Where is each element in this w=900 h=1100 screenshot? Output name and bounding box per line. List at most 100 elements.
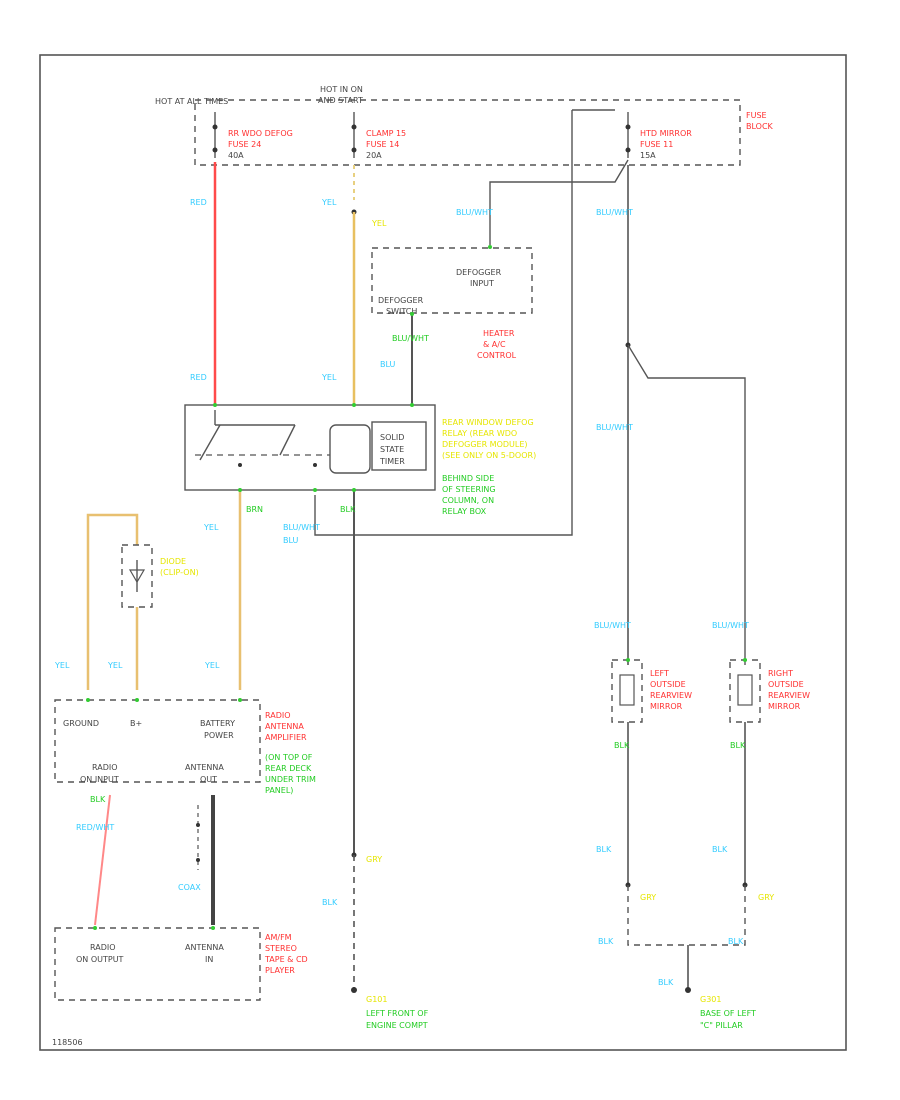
wire-label-mirror-3: BLU/WHT: [594, 621, 631, 630]
amp-loc-4: PANEL): [265, 786, 293, 795]
relay-loc-2: OF STEERING: [442, 485, 496, 494]
amp-name-1: RADIO: [265, 711, 291, 720]
right-mirror-box: [729, 659, 761, 723]
fuse-rr-wdo-defog: RR WDO DEFOG FUSE 24 40A: [212, 112, 293, 160]
amp-battery-1: BATTERY: [200, 719, 235, 728]
ground-g101-id: G101: [366, 995, 387, 1004]
wire-red-wht-radio: [94, 794, 111, 926]
diagram-frame: [39, 54, 847, 1051]
stereo-radio-2: ON OUTPUT: [76, 955, 124, 964]
wire-label-sensor-1: BLU/WHT: [392, 334, 429, 343]
heater-label-3: CONTROL: [477, 351, 517, 360]
diode-box: [121, 544, 153, 608]
relay-loc-3: COLUMN, ON: [442, 496, 494, 505]
diode-label-1: DIODE: [160, 557, 186, 566]
fuse-block-label-1: FUSE: [746, 111, 767, 120]
wire-label-yel-1: YEL: [321, 198, 337, 207]
ground-g301-loc-2: "C" PILLAR: [700, 1021, 743, 1030]
amp-antenna-2: OUT: [200, 775, 217, 784]
wire-label-blk-2: BLK: [322, 898, 338, 907]
svg-text:RR WDO DEFOG: RR WDO DEFOG: [228, 129, 293, 138]
defogger-sensor-2: SWITCH: [386, 307, 417, 316]
ground-g101-point: [351, 987, 357, 993]
wire-label-defogger-1: BLU/WHT: [456, 208, 493, 217]
timer-label-3: TIMER: [379, 457, 405, 466]
svg-text:15A: 15A: [640, 151, 656, 160]
defogger-input-1: DEFOGGER: [456, 268, 502, 277]
right-mirror-heater-icon: [737, 674, 753, 706]
wire-label-blk-6: BLK: [712, 845, 728, 854]
fuse-block-label-2: BLOCK: [746, 122, 774, 131]
wire-label-mirror-4: BLU/WHT: [712, 621, 749, 630]
ground-g301-id: G301: [700, 995, 721, 1004]
relay-desc-4: (SEE ONLY ON 5-DOOR): [442, 451, 536, 460]
stereo-box: [54, 927, 261, 1001]
amp-loc-2: REAR DECK: [265, 764, 312, 773]
wire-label-brn-1: BRN: [246, 505, 263, 514]
svg-text:FUSE 14: FUSE 14: [366, 140, 399, 149]
relay-switch-contacts: [195, 410, 330, 467]
right-mirror-3: REARVIEW: [768, 691, 810, 700]
wire-label-mirror-1: BLU/WHT: [596, 208, 633, 217]
stereo-name-1: AM/FM: [265, 933, 292, 942]
connector-terminals: [86, 245, 747, 930]
svg-text:FUSE 11: FUSE 11: [640, 140, 673, 149]
wire-label-radio-blk: BLK: [90, 795, 106, 804]
solid-state-timer: [371, 421, 427, 471]
wire-label-blk-5: BLK: [596, 845, 612, 854]
left-mirror-2: OUTSIDE: [650, 680, 686, 689]
amp-battery-2: POWER: [204, 731, 234, 740]
left-mirror-1: LEFT: [650, 669, 669, 678]
heater-label-2: & A/C: [483, 340, 506, 349]
wire-label-blk-7: BLK: [598, 937, 614, 946]
wire-label-yel-5: YEL: [54, 661, 70, 670]
stereo-radio-1: RADIO: [90, 943, 116, 952]
wire-label-blk-8: BLK: [728, 937, 744, 946]
svg-text:HTD MIRROR: HTD MIRROR: [640, 129, 692, 138]
relay-loc-1: BEHIND SIDE: [442, 474, 494, 483]
relay-desc-2: RELAY (REAR WDO: [442, 429, 517, 438]
svg-text:FUSE 24: FUSE 24: [228, 140, 261, 149]
amp-radio-2: ON INPUT: [80, 775, 119, 784]
stereo-antenna-2: IN: [205, 955, 213, 964]
wire-label-gry-3: GRY: [758, 893, 774, 902]
amp-antenna-1: ANTENNA: [185, 763, 224, 772]
defog-relay-box: [184, 404, 436, 491]
wire-to-defogger-input: [489, 159, 629, 245]
wire-label-gry-2: GRY: [640, 893, 656, 902]
wire-label-blk-3: BLK: [614, 741, 630, 750]
ground-g301-loc-1: BASE OF LEFT: [700, 1009, 756, 1018]
stereo-name-4: PLAYER: [265, 966, 295, 975]
wire-label-blk-9: BLK: [658, 978, 674, 987]
timer-label-1: SOLID: [380, 433, 404, 442]
stereo-name-3: TAPE & CD: [264, 955, 308, 964]
left-mirror-box: [611, 659, 643, 723]
fuse-htd-mirror: HTD MIRROR FUSE 11 15A: [625, 112, 692, 160]
stereo-name-2: STEREO: [265, 944, 297, 953]
ground-g101-loc-1: LEFT FRONT OF: [366, 1009, 429, 1018]
right-mirror-2: OUTSIDE: [768, 680, 804, 689]
wire-yel-diode: [86, 513, 139, 690]
wire-label-red-wht-1: RED/WHT: [76, 823, 114, 832]
wire-label-red-1: RED: [190, 198, 207, 207]
amp-name-2: ANTENNA: [265, 722, 304, 731]
left-mirror-3: REARVIEW: [650, 691, 692, 700]
relay-desc-3: DEFOGGER MODULE): [442, 440, 528, 449]
relay-desc-1: REAR WINDOW DEFOG: [442, 418, 534, 427]
wire-label-gry-1: GRY: [366, 855, 382, 864]
wire-mirror-right-feed: [627, 344, 746, 665]
ground-g101-loc-2: ENGINE COMPT: [366, 1021, 428, 1030]
svg-text:CLAMP 15: CLAMP 15: [366, 129, 406, 138]
svg-text:20A: 20A: [366, 151, 382, 160]
wire-label-mirror-2: BLU/WHT: [596, 423, 633, 432]
amp-loc-3: UNDER TRIM: [265, 775, 316, 784]
fuse-clamp-15: CLAMP 15 FUSE 14 20A: [351, 112, 406, 160]
wire-label-sensor-2: BLU: [380, 360, 396, 369]
left-mirror-4: MIRROR: [650, 702, 683, 711]
amp-radio-1: RADIO: [92, 763, 118, 772]
diagram-code: 118506: [52, 1038, 83, 1047]
diode-label-2: (CLIP-ON): [160, 568, 199, 577]
wire-label-red-2: RED: [190, 373, 207, 382]
heater-label-1: HEATER: [483, 329, 515, 338]
